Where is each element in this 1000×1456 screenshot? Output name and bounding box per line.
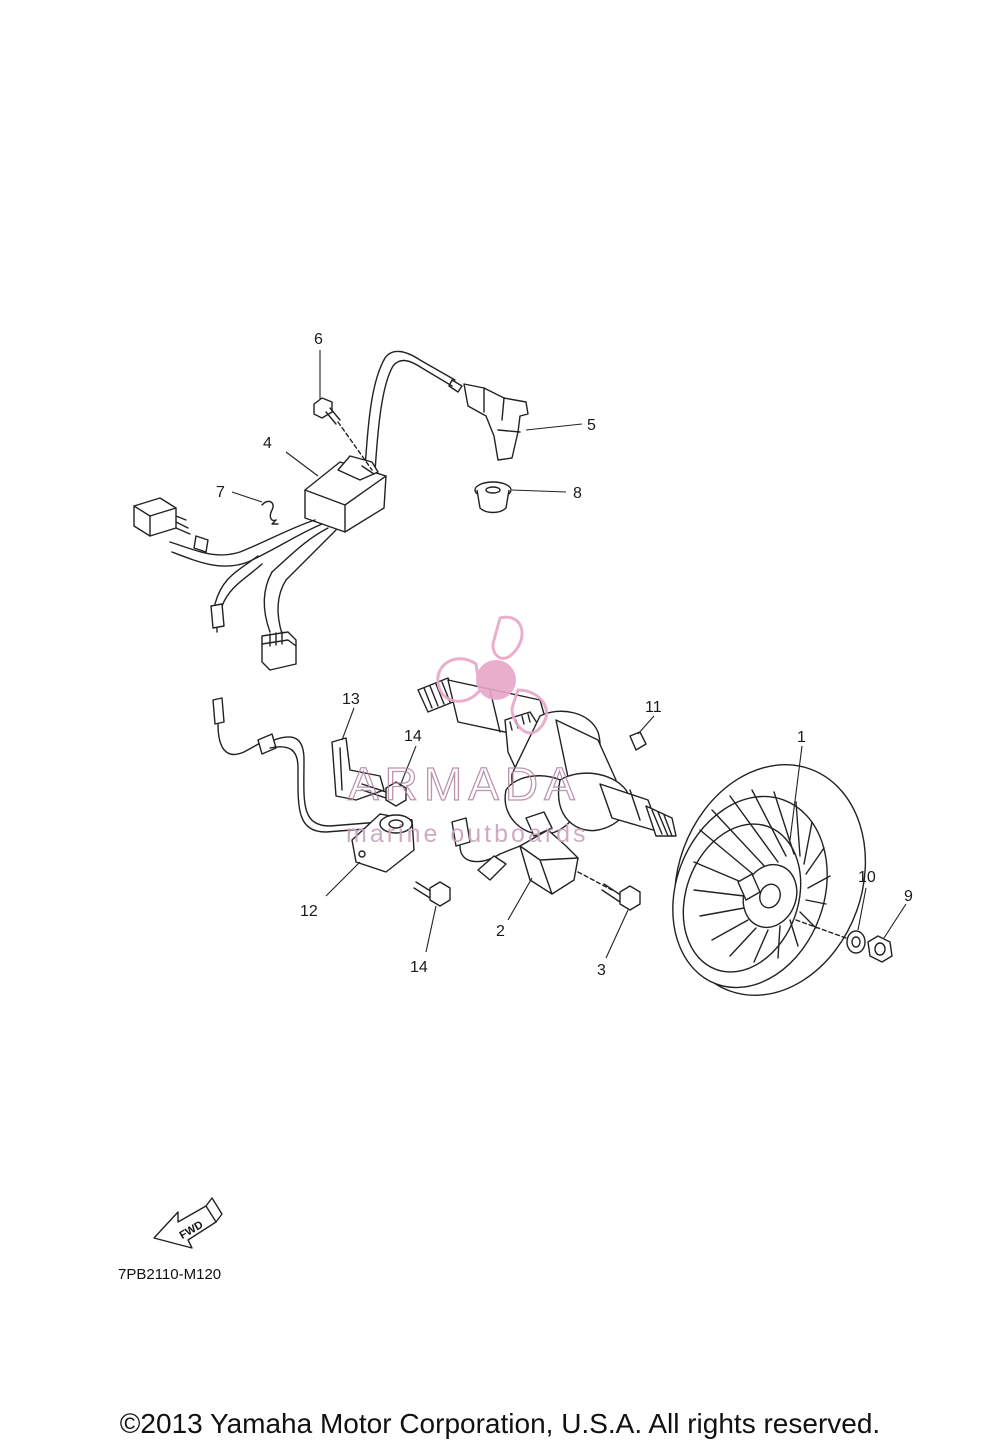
callouts: 1 2 3 4 5 6 7 8 9 10 11 12 13 14 14	[216, 331, 913, 979]
washer-10	[795, 919, 866, 954]
watermark-brand: ARMADA	[348, 758, 581, 810]
bracket-13	[331, 737, 385, 801]
callout-7: 7	[216, 484, 225, 501]
bolt-6	[313, 397, 373, 471]
crankshaft	[417, 677, 677, 837]
diagram-code: 7PB2110-M120	[118, 1266, 221, 1283]
callout-1: 1	[797, 729, 806, 746]
callout-14-upper: 14	[404, 728, 422, 745]
callout-2: 2	[496, 923, 505, 940]
flywheel-1	[672, 764, 867, 996]
callout-6: 6	[314, 331, 323, 348]
leader-lines	[231, 350, 907, 959]
grommet-8	[474, 481, 512, 514]
band-7	[261, 500, 279, 525]
callout-13: 13	[342, 691, 360, 708]
nut-9	[867, 935, 893, 963]
callout-12: 12	[300, 903, 318, 920]
fwd-arrow-icon: FWD	[153, 1197, 223, 1249]
bolt-14-lower	[413, 881, 451, 907]
copyright-footer: ©2013 Yamaha Motor Corporation, U.S.A. A…	[119, 1408, 881, 1439]
callout-5: 5	[587, 417, 596, 434]
callout-3: 3	[597, 962, 606, 979]
callout-11: 11	[645, 699, 662, 716]
key-11	[629, 731, 647, 751]
propeller-logo-icon	[436, 615, 548, 735]
watermark-tagline: marine outboards	[346, 820, 589, 848]
callout-4: 4	[263, 435, 272, 452]
watermark: ARMADA marine outboards	[346, 615, 589, 848]
callout-14-lower: 14	[410, 959, 428, 976]
callout-10: 10	[858, 869, 876, 886]
pulser-coil-2	[451, 811, 579, 895]
bolt-14-upper	[361, 781, 407, 807]
plug-cap-5	[463, 383, 529, 461]
callout-9: 9	[904, 888, 913, 905]
charge-coil-12	[351, 813, 415, 873]
charge-coil-wiring	[212, 697, 381, 833]
ignition-coil-assembly	[133, 350, 463, 671]
bolt-3	[577, 871, 641, 911]
callout-8: 8	[573, 485, 582, 502]
